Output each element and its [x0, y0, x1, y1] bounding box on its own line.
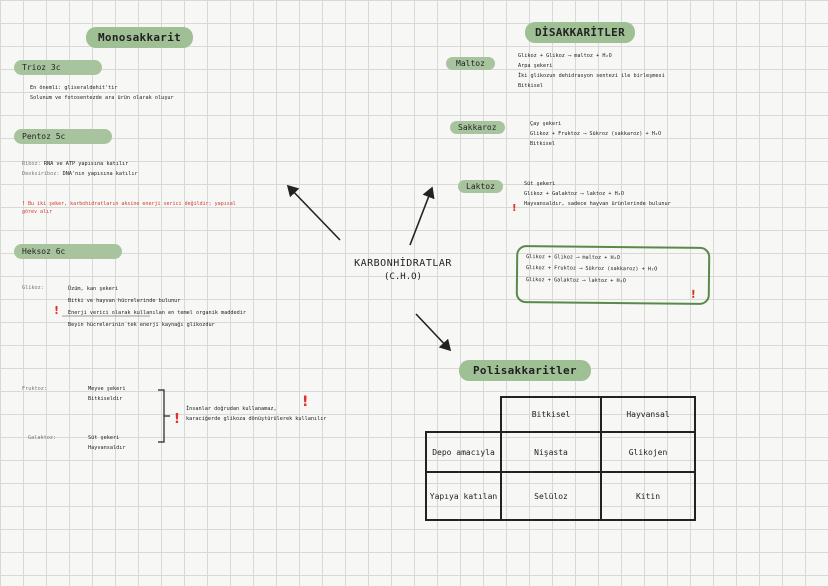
poli-table: Bitkisel Hayvansal Depo amacıyla Nişasta…: [425, 396, 696, 521]
arrow-to-mono: [286, 184, 341, 241]
laktoz-lines: Süt şekeri Glikoz + Galaktoz ⟶ laktoz + …: [524, 181, 671, 207]
maltoz-label: Maltoz: [446, 57, 495, 70]
glikoz-lines: Üzüm, kan şekeri Bitki ve hayvan hücrele…: [68, 286, 247, 328]
col-hayvansal: Hayvansal: [600, 396, 696, 433]
brace: [158, 389, 170, 443]
pentoz-lines: Riboz: RNA ve ATP yapısına katılır Deoks…: [22, 161, 138, 177]
summary-excl-mark: !: [690, 287, 696, 301]
fruktoz-lines: Meyve şekeri Bitkiseldir: [88, 386, 126, 402]
pentoz-note: ! Bu iki şeker, karbohidratların aksine …: [22, 201, 236, 215]
di-summary-box: Glikoz + Glikoz ⟶ maltoz + H₂O Glikoz + …: [515, 244, 711, 306]
galaktoz-label: Galaktoz:: [28, 435, 57, 441]
col-bitkisel: Bitkisel: [500, 396, 602, 433]
center-formula: (C.H.O): [384, 272, 422, 282]
heksoz-title: Heksoz 6c: [14, 244, 122, 259]
sakkaroz-label: Sakkaroz: [450, 121, 505, 134]
cell-glikojen: Glikojen: [600, 431, 696, 473]
cell-nisasta: Nişasta: [500, 431, 602, 473]
arrow-to-poli: [415, 313, 452, 352]
brace-excl-left: !: [174, 412, 180, 427]
cell-seluloz: Selüloz: [500, 471, 602, 521]
laktoz-excl-mark: !: [512, 203, 517, 214]
center-title: KARBONHİDRATLAR: [354, 258, 452, 269]
di-heading: DİSAKKARİTLER: [525, 22, 635, 43]
fruktoz-label: Fruktoz:: [22, 386, 47, 392]
trioz-lines: En önemli: gliseraldehit'tir Solunum ve …: [30, 85, 174, 101]
glikoz-label: Glikoz:: [22, 285, 44, 291]
maltoz-lines: Glikoz + Glikoz ⟶ maltoz + H₂O Arpa şeke…: [518, 53, 665, 89]
laktoz-label: Laktoz: [458, 180, 503, 193]
cell-kitin: Kitin: [600, 471, 696, 521]
glikoz-excl-mark: !: [54, 304, 60, 317]
brace-note: İnsanlar doğrudan kullanamaz, karaciğerd…: [186, 406, 327, 422]
center-topic: KARBONHİDRATLAR (C.H.O): [343, 258, 463, 282]
row-depo: Depo amacıyla: [425, 431, 502, 473]
trioz-title: Trioz 3c: [14, 60, 102, 75]
brace-excl-right: !: [302, 394, 309, 410]
sakkaroz-lines: Çay şekeri Glikoz + Fruktoz ⟶ Sükroz (sa…: [530, 121, 662, 147]
poli-heading: Polisakkaritler: [459, 360, 591, 381]
galaktoz-lines: Süt şekeri Hayvansaldır: [88, 435, 126, 451]
mono-heading: Monosakkarit: [86, 27, 194, 48]
arrow-to-di: [409, 186, 435, 246]
pentoz-title: Pentoz 5c: [14, 129, 112, 144]
row-yapi: Yapıya katılan: [425, 471, 502, 521]
